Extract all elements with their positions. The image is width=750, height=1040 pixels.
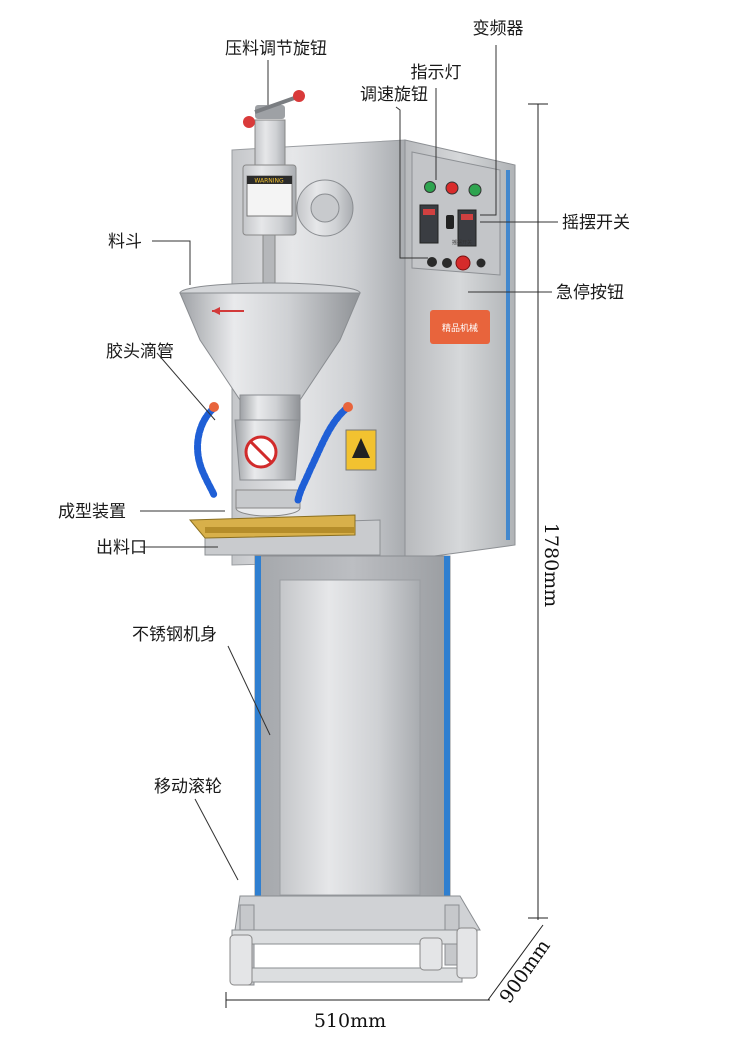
emergency-stop-button[interactable] xyxy=(455,255,471,271)
dimension-lines xyxy=(225,103,548,1008)
label-speed-knob: 调速旋钮 xyxy=(360,85,428,105)
label-glue-tube: 胶头滴管 xyxy=(106,342,174,362)
forming-device xyxy=(234,419,377,517)
outlet-tray xyxy=(188,514,356,539)
label-emergency-stop: 急停按钮 xyxy=(556,283,624,303)
label-inverter: 变频器 xyxy=(473,19,524,39)
green-indicator-lamp xyxy=(424,181,436,193)
red-indicator-lamp xyxy=(445,181,459,195)
swing-switch[interactable] xyxy=(446,215,454,229)
dim-depth: 900mm xyxy=(495,936,554,1008)
label-hopper: 料斗 xyxy=(108,232,142,252)
label-steel-body: 不锈钢机身 xyxy=(132,625,217,645)
dim-height: 1780mm xyxy=(540,523,562,607)
caster-front-right xyxy=(456,927,478,979)
callout-labels: 压料调节旋钮 变频器 指示灯 调速旋钮 摇摆开关 料斗 急停按钮 胶头滴管 成型… xyxy=(58,19,630,797)
panel-switch-label: 摇摆开关 xyxy=(452,239,472,246)
leader-lines xyxy=(140,45,558,881)
brand-text: 精品机械 xyxy=(442,322,478,334)
label-forming-device: 成型装置 xyxy=(58,502,126,522)
control-panel: 摇摆开关 精品机械 xyxy=(411,151,501,344)
dim-width: 510mm xyxy=(314,1010,386,1032)
base-frame xyxy=(229,895,481,986)
label-indicator: 指示灯 xyxy=(411,63,462,83)
label-pressure-knob: 压料调节旋钮 xyxy=(225,39,327,59)
lower-cabinet xyxy=(254,555,451,897)
hopper xyxy=(179,282,361,421)
speed-knob[interactable] xyxy=(427,257,437,267)
glue-tubes xyxy=(194,402,353,504)
pressure-knob-ball[interactable] xyxy=(293,90,305,102)
svg-text:WARNING: WARNING xyxy=(254,178,284,185)
label-swing-switch: 摇摆开关 xyxy=(562,213,630,233)
caster-front-left xyxy=(229,934,253,986)
label-outlet: 出料口 xyxy=(96,538,147,558)
green-start-button[interactable] xyxy=(468,183,482,197)
label-casters: 移动滚轮 xyxy=(154,777,222,797)
brand-plate xyxy=(430,310,490,344)
pressure-cylinder: WARNING xyxy=(242,90,354,291)
